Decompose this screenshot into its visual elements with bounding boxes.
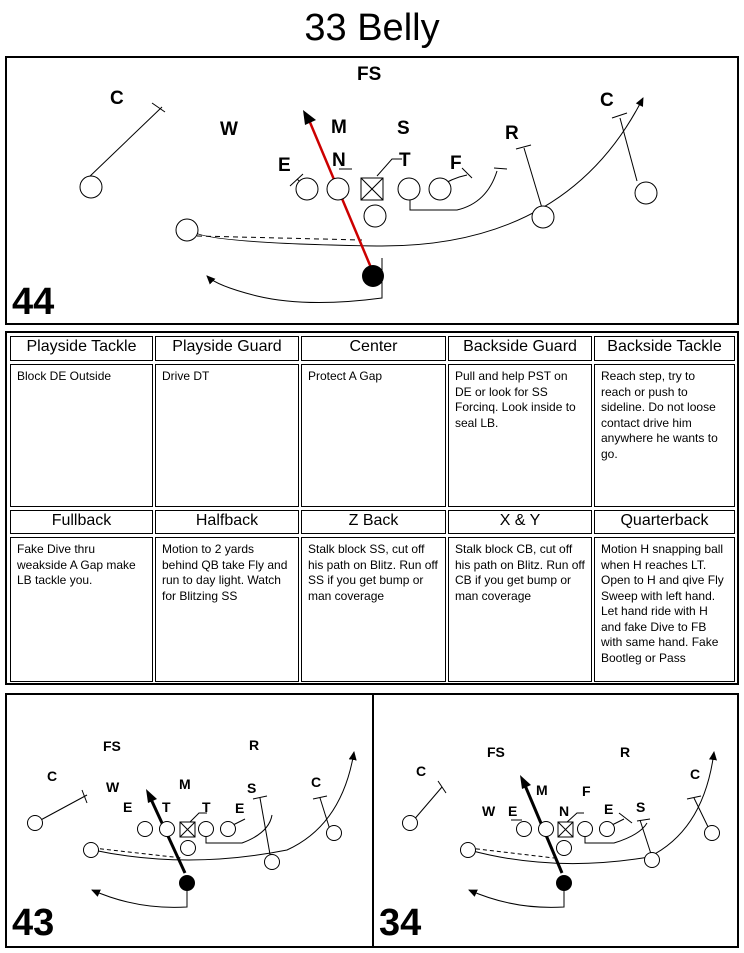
t-label: T bbox=[399, 150, 411, 171]
t-right-label: T bbox=[202, 799, 211, 815]
halfback bbox=[175, 218, 199, 242]
block-tee bbox=[461, 167, 473, 179]
c-right-label: C bbox=[600, 90, 614, 111]
formation-43-svg: FS R C W M S C E T T E 43 bbox=[12, 737, 357, 944]
fs-label: FS bbox=[487, 744, 505, 760]
halfback-fly-path bbox=[191, 97, 644, 247]
n-label: N bbox=[332, 150, 346, 171]
c-right-label: C bbox=[311, 774, 321, 790]
block-tee bbox=[515, 144, 532, 150]
s-label: S bbox=[636, 799, 645, 815]
assignment-text: Fake Dive thru weakside A Gap make LB ta… bbox=[10, 537, 153, 682]
f-label: F bbox=[582, 783, 591, 799]
assignment-header: Playside Guard bbox=[155, 336, 299, 361]
z-back bbox=[531, 205, 555, 229]
m-label: M bbox=[179, 776, 191, 792]
fullback bbox=[362, 265, 384, 287]
e-right-label: E bbox=[235, 800, 244, 816]
pull-path bbox=[409, 170, 498, 211]
assignment-text: Drive DT bbox=[155, 364, 299, 507]
x-route bbox=[86, 106, 163, 180]
c-left-label: C bbox=[47, 768, 57, 784]
formation-34-svg: FS R C M F C W E N E S 34 bbox=[379, 744, 720, 944]
fs-label: FS bbox=[103, 738, 121, 754]
assignment-text: Motion to 2 yards behind QB take Fly and… bbox=[155, 537, 299, 682]
m-label: M bbox=[331, 117, 347, 138]
c-right-label: C bbox=[690, 766, 700, 782]
center-path bbox=[376, 158, 402, 177]
assignment-header: X & Y bbox=[448, 510, 592, 534]
formation-number: 43 bbox=[12, 902, 54, 944]
w-label: W bbox=[220, 119, 238, 140]
assignment-header: Playside Tackle bbox=[10, 336, 153, 361]
formation-43-diagram: FS R C W M S C E T T E 43 bbox=[5, 693, 374, 948]
formation-34-diagram: FS R C M F C W E N E S 34 bbox=[372, 693, 739, 948]
dive-arrowhead bbox=[303, 110, 316, 125]
right-tackle bbox=[428, 177, 452, 201]
f-label: F bbox=[450, 153, 462, 174]
e-left-label: E bbox=[123, 799, 132, 815]
r-label: R bbox=[620, 744, 630, 760]
fs-label: FS bbox=[357, 64, 381, 85]
c-left-label: C bbox=[110, 88, 124, 109]
page-title: 33 Belly bbox=[304, 7, 440, 49]
assignment-text: Pull and help PST on DE or look for SS F… bbox=[448, 364, 592, 507]
block-tee bbox=[151, 102, 166, 113]
e-label: E bbox=[278, 155, 291, 176]
assignment-header: Quarterback bbox=[594, 510, 735, 534]
n-label: N bbox=[559, 803, 569, 819]
assignment-text: Protect A Gap bbox=[301, 364, 446, 507]
assignment-text: Stalk block SS, cut off his path on Blit… bbox=[301, 537, 446, 682]
c-left-label: C bbox=[416, 763, 426, 779]
x-receiver bbox=[79, 175, 103, 199]
formation-number: 34 bbox=[379, 902, 421, 944]
r-label: R bbox=[505, 123, 519, 144]
assignment-header: Halfback bbox=[155, 510, 299, 534]
y-receiver bbox=[634, 181, 658, 205]
block-tee bbox=[289, 173, 304, 187]
assignment-text: Motion H snapping ball when H reaches LT… bbox=[594, 537, 735, 682]
left-tackle bbox=[295, 177, 319, 201]
y-route bbox=[619, 117, 638, 182]
s-label: S bbox=[247, 780, 256, 796]
assignment-text: Stalk block CB, cut off his path on Blit… bbox=[448, 537, 592, 682]
qb-bootleg-path bbox=[206, 258, 383, 304]
assignment-text: Reach step, try to reach or push to side… bbox=[594, 364, 735, 507]
assignment-header: Fullback bbox=[10, 510, 153, 534]
w-label: W bbox=[106, 779, 120, 795]
assignment-header: Center bbox=[301, 336, 446, 361]
quarterback bbox=[363, 204, 387, 228]
main-play-svg: FS C W M S C R E N T F 44 bbox=[12, 64, 658, 323]
left-guard bbox=[326, 177, 350, 201]
main-formation-diagram: FS C W M S C R E N T F 44 bbox=[5, 56, 739, 325]
formation-number: 44 bbox=[12, 281, 54, 323]
assignment-header: Backside Guard bbox=[448, 336, 592, 361]
assignment-header: Backside Tackle bbox=[594, 336, 735, 361]
right-guard bbox=[397, 177, 421, 201]
assignment-header: Z Back bbox=[301, 510, 446, 534]
m-label: M bbox=[536, 782, 548, 798]
w-label: W bbox=[482, 803, 496, 819]
e-left-label: E bbox=[508, 803, 517, 819]
s-label: S bbox=[397, 118, 410, 139]
e-right-label: E bbox=[604, 801, 613, 817]
r-label: R bbox=[249, 737, 259, 753]
block-tee bbox=[611, 112, 628, 119]
assignment-text: Block DE Outside bbox=[10, 364, 153, 507]
t-left-label: T bbox=[162, 799, 171, 815]
z-route bbox=[523, 147, 543, 209]
motion-dash bbox=[196, 235, 363, 241]
block-tee bbox=[493, 167, 508, 170]
